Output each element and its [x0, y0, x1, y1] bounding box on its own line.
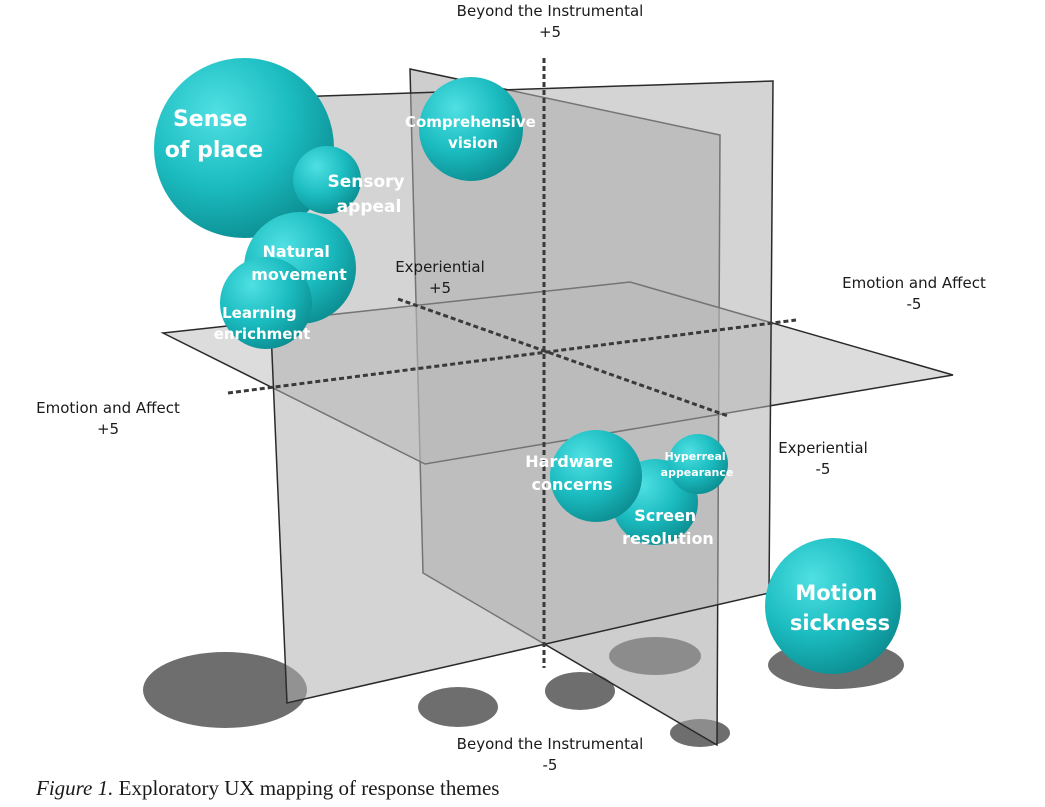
hardware-concerns-bubble — [550, 430, 642, 522]
theme-label: Natural movement — [251, 242, 347, 284]
axis-label-name: Emotion and Affect — [36, 399, 180, 417]
shadow — [143, 652, 307, 728]
sense-of-place-bubble — [154, 58, 334, 238]
axis-label-value: +5 — [96, 420, 120, 438]
theme-label: Comprehensive vision — [405, 113, 541, 152]
sensory-appeal-bubble — [293, 146, 361, 214]
theme-labels: Sense of place Comprehensive vision Sens… — [165, 107, 890, 635]
caption-text: Exploratory UX mapping of response theme… — [113, 776, 500, 800]
theme-label: Hardware concerns — [525, 452, 618, 494]
theme-label: Learning enrichment — [214, 304, 311, 343]
shadow — [418, 687, 498, 727]
figure-label: Figure 1. — [36, 776, 114, 800]
axis-label-name: Experiential — [778, 439, 868, 457]
axis-label-value: -5 — [906, 295, 922, 313]
axis-label-bottom: Beyond the Instrumental -5 — [457, 734, 644, 776]
axis-label-value: +5 — [538, 23, 562, 41]
axis-label-name: Beyond the Instrumental — [456, 735, 644, 753]
axis-label-left: Emotion and Affect +5 — [36, 398, 180, 440]
theme-label: Motion sickness — [790, 581, 890, 635]
shadow — [545, 672, 615, 710]
theme-bubbles — [154, 58, 901, 674]
axis-label-front: Experiential -5 — [778, 438, 868, 480]
axis-label-top: Beyond the Instrumental +5 — [457, 1, 644, 43]
theme-label: Hyperreal appearance — [661, 450, 734, 479]
hyperreal-appearance-bubble — [668, 434, 728, 494]
figure-caption: Figure 1. Exploratory UX mapping of resp… — [36, 776, 499, 801]
theme-label: Sensory appeal — [327, 172, 410, 217]
motion-sickness-bubble — [765, 538, 901, 674]
axis-label-back: Experiential +5 — [395, 257, 485, 299]
axis-label-name: Emotion and Affect — [842, 274, 986, 292]
comprehensive-vision-bubble — [419, 77, 523, 181]
learning-enrichment-bubble — [220, 257, 312, 349]
theme-label: Screen resolution — [622, 506, 714, 548]
theme-label: Sense of place — [165, 107, 263, 163]
axis-label-name: Beyond the Instrumental — [456, 2, 644, 20]
axis-label-value: -5 — [542, 756, 558, 774]
axis-experiential — [397, 297, 729, 418]
axes — [227, 58, 797, 668]
axis-label-right: Emotion and Affect -5 — [842, 273, 986, 315]
axis-label-name: Experiential — [395, 258, 485, 276]
axis-label-value: +5 — [428, 279, 452, 297]
axis-label-value: -5 — [815, 460, 831, 478]
